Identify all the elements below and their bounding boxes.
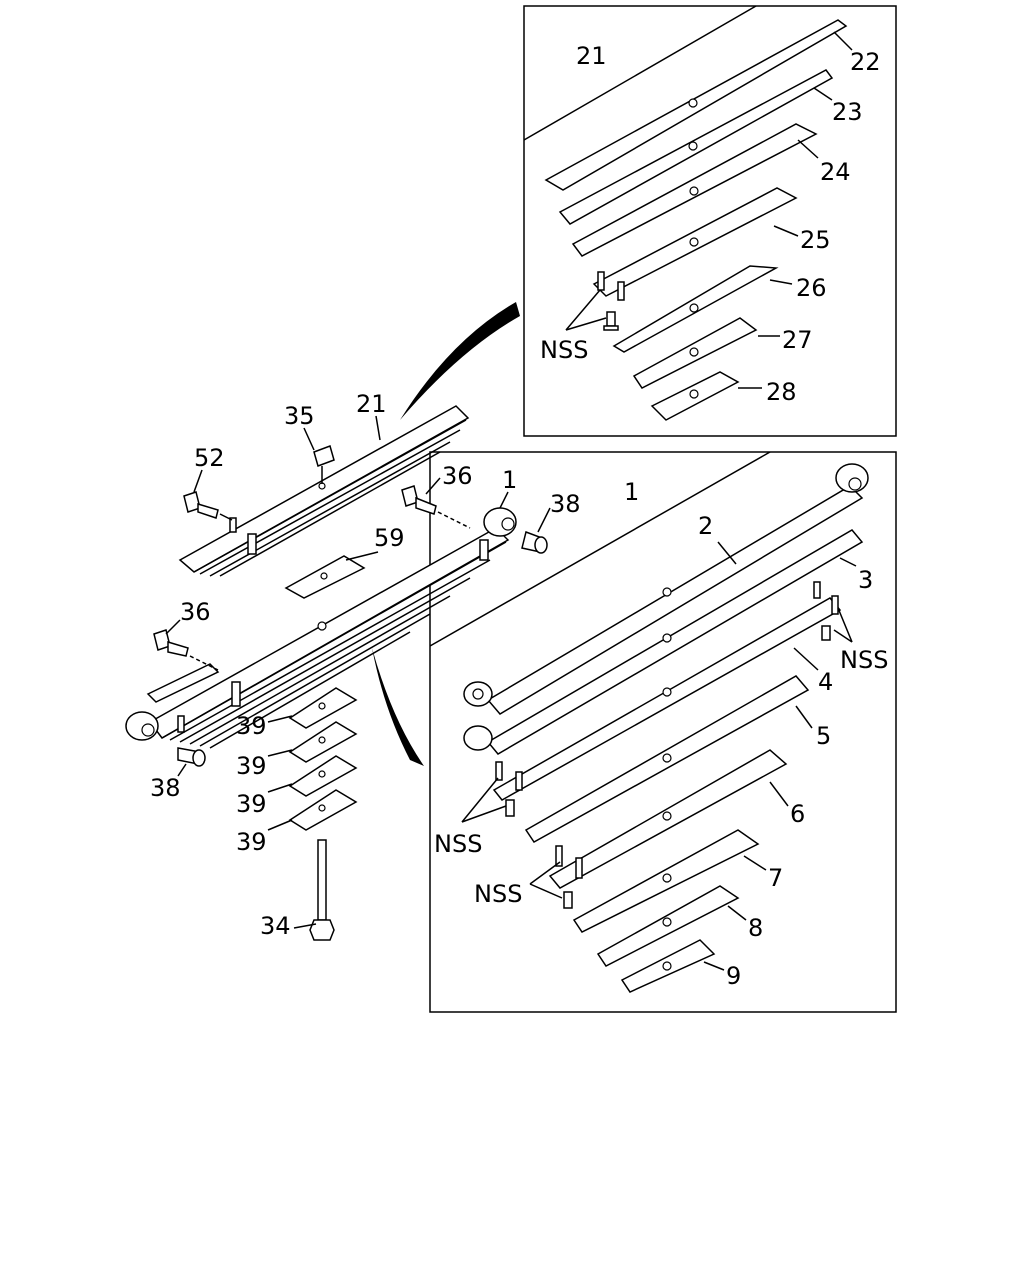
- label-2: 2: [698, 512, 713, 540]
- label-38-upper: 38: [550, 490, 581, 518]
- label-27: 27: [782, 326, 813, 354]
- bushing-38-lower: [177, 747, 206, 767]
- label-5: 5: [816, 722, 831, 750]
- leader-lines-inset: [565, 31, 853, 389]
- leaf-22: [544, 19, 848, 191]
- label-36-lower: 36: [180, 598, 211, 626]
- label-25: 25: [800, 226, 831, 254]
- part-number-labels: 21 22 23 24 25 26 27 28 NSS 35 21 52 36 …: [150, 42, 888, 990]
- bolt-36-lower: [153, 629, 219, 671]
- leaf-9: [620, 939, 716, 993]
- label-39-b: 39: [236, 752, 267, 780]
- leader-lines-main: [165, 415, 551, 929]
- rebound-clip-inset: [597, 271, 625, 331]
- label-21-inset: 21: [576, 42, 607, 70]
- spring-1-assembly: [125, 507, 517, 749]
- rebound-clips-box: [495, 581, 839, 909]
- leaf-8: [596, 885, 740, 967]
- label-1-box: 1: [624, 478, 639, 506]
- label-1-main: 1: [502, 466, 517, 494]
- leaf-2: [463, 463, 869, 715]
- label-39-c: 39: [236, 790, 267, 818]
- label-nss-inset: NSS: [540, 336, 588, 364]
- label-39-d: 39: [236, 828, 267, 856]
- leaf-26: [612, 265, 779, 353]
- label-21-main: 21: [356, 390, 387, 418]
- leaf-23: [558, 69, 834, 225]
- nut-35: [313, 445, 335, 484]
- callout-wedge-upper: [400, 302, 520, 420]
- label-34: 34: [260, 912, 291, 940]
- inset-box-spring-1: [429, 451, 897, 1013]
- leaf-27: [632, 317, 758, 389]
- label-23: 23: [832, 98, 863, 126]
- label-59: 59: [374, 524, 405, 552]
- inset-box-spring-21: [523, 5, 897, 437]
- leaf-6: [548, 749, 788, 889]
- label-38-lower: 38: [150, 774, 181, 802]
- spring-21-assembly: [178, 405, 470, 577]
- label-35: 35: [284, 402, 315, 430]
- label-24: 24: [820, 158, 851, 186]
- callout-wedge-lower: [372, 648, 424, 766]
- label-3: 3: [858, 566, 873, 594]
- leaf-7: [572, 829, 760, 933]
- label-22: 22: [850, 48, 881, 76]
- leader-lines-box: [461, 541, 857, 971]
- label-9: 9: [726, 962, 741, 990]
- label-nss-box-low: NSS: [474, 880, 522, 908]
- leaf-24: [571, 123, 818, 257]
- label-7: 7: [768, 864, 783, 892]
- label-8: 8: [748, 914, 763, 942]
- label-6: 6: [790, 800, 805, 828]
- bushing-38-upper: [521, 531, 548, 554]
- label-52: 52: [194, 444, 225, 472]
- leaf-4: [492, 597, 842, 801]
- leaf-5: [524, 675, 810, 843]
- label-4: 4: [818, 668, 833, 696]
- label-26: 26: [796, 274, 827, 302]
- label-28: 28: [766, 378, 797, 406]
- bolt-52: [183, 491, 233, 521]
- leaf-28: [650, 371, 740, 421]
- label-36-upper: 36: [442, 462, 473, 490]
- leaf-25: [592, 187, 798, 297]
- label-nss-box-right: NSS: [840, 646, 888, 674]
- label-nss-box-mid: NSS: [434, 830, 482, 858]
- center-bolt-34: [309, 839, 335, 941]
- label-39-a: 39: [236, 712, 267, 740]
- pad-59: [284, 555, 366, 599]
- shims-39: [288, 687, 358, 831]
- leaf-3: [463, 529, 864, 755]
- bolt-36-upper: [401, 485, 471, 529]
